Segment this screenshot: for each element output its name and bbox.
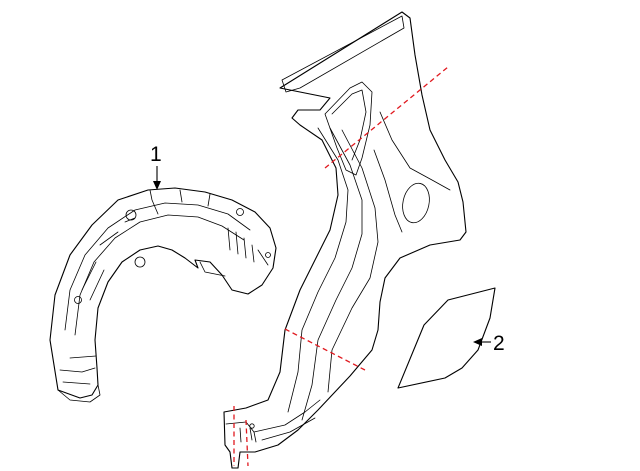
quarter-trim-panel[interactable] [397, 287, 496, 389]
quarter-panel-inner [223, 11, 467, 469]
callout-1-arrowhead [153, 181, 161, 190]
callout-1-label: 1 [150, 143, 162, 166]
cut-line-upper [324, 66, 449, 169]
callout-1[interactable]: 1 [150, 143, 162, 190]
cut-line-middle [284, 328, 366, 371]
callout-2-arrowhead [473, 338, 482, 346]
cut-lines [233, 66, 449, 467]
cut-line-lower-vertical-2 [245, 419, 249, 467]
wheel-house-liner[interactable] [49, 187, 277, 403]
callout-2[interactable]: 2 [473, 332, 505, 355]
callout-2-label: 2 [493, 332, 505, 355]
